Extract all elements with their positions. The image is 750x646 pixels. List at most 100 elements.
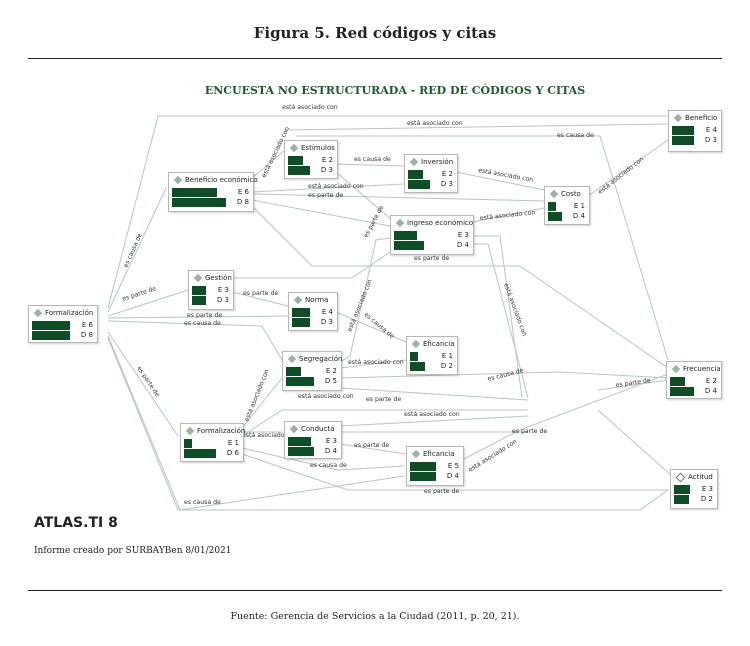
- code-diamond-icon: [409, 157, 419, 167]
- code-diamond-icon: [549, 189, 559, 199]
- density-value: D 2: [440, 362, 453, 370]
- edge-bene-econ-inversion: [251, 183, 405, 193]
- edge-label: es causa de: [354, 156, 391, 163]
- edge-formalizacion2-segregacion: [241, 377, 283, 429]
- code-node-actitud[interactable]: Actitud E 3 D 2: [670, 469, 718, 509]
- node-groundedness-row: E 3: [394, 231, 469, 240]
- density-bar: [548, 212, 562, 221]
- groundedness-bar: [674, 485, 690, 494]
- node-groundedness-row: E 1: [410, 352, 453, 361]
- node-density-row: D 5: [286, 377, 337, 386]
- density-value: D 4: [324, 447, 337, 455]
- edge-label: está asociado con: [242, 431, 298, 439]
- node-density-row: D 4: [394, 241, 469, 250]
- edge-formalizacion-beneficio: [107, 115, 668, 309]
- groundedness-value: E 1: [573, 202, 585, 210]
- edge-label: es parte de: [366, 396, 401, 403]
- density-value: D 6: [226, 449, 239, 457]
- density-bar: [394, 241, 424, 250]
- groundedness-bar: [410, 352, 418, 361]
- groundedness-bar: [288, 437, 311, 446]
- edge-formalizacion-segregacion: [107, 320, 283, 361]
- code-node-costo[interactable]: Costo E 1 D 4: [544, 186, 590, 225]
- edge-label: es parte de: [187, 312, 222, 319]
- code-node-gestion[interactable]: Gestión E 3 D 3: [188, 270, 234, 310]
- edge-label: está asociado con: [502, 282, 529, 337]
- node-name: Beneficio: [685, 114, 718, 122]
- node-name: Gestión: [205, 274, 232, 282]
- node-name: Actitud: [688, 473, 713, 481]
- edge-label: es parte de: [121, 285, 157, 303]
- edge-bene-econ-ingreso: [251, 199, 391, 227]
- groundedness-value: E 3: [701, 485, 713, 493]
- node-name: Norma: [305, 296, 329, 304]
- groundedness-bar: [394, 231, 417, 240]
- density-bar: [410, 362, 425, 371]
- code-diamond-icon: [395, 218, 405, 228]
- code-diamond-icon: [411, 449, 421, 459]
- density-value: D 3: [216, 296, 229, 304]
- groundedness-value: E 2: [321, 156, 333, 164]
- edge-label: es parte de: [308, 192, 343, 199]
- edge-formalizacion-eficancia2: [107, 335, 405, 511]
- edge-causa-beneficio-frecuencia: [296, 135, 669, 361]
- edge-label: es causa de: [557, 132, 594, 139]
- groundedness-bar: [548, 202, 556, 211]
- groundedness-bar: [410, 462, 436, 471]
- node-name: Costo: [561, 190, 581, 198]
- edge-label: está asociado con: [479, 208, 535, 222]
- node-header: Beneficio: [672, 113, 718, 124]
- node-density-row: D 3: [292, 318, 333, 327]
- groundedness-bar: [184, 439, 192, 448]
- node-header: Costo: [548, 189, 586, 200]
- code-diamond-icon: [289, 143, 299, 153]
- code-diamond-outline-icon: [675, 472, 686, 482]
- node-header: Inversión: [408, 157, 454, 168]
- code-diamond-icon: [33, 308, 43, 318]
- edge-label: es parte de: [615, 377, 651, 389]
- node-header: Estímulos: [288, 143, 335, 154]
- edge-label: está asociado con: [348, 358, 404, 366]
- edge-formalizacion2-bottom: [241, 453, 668, 491]
- density-value: D 4: [456, 241, 469, 249]
- code-diamond-icon: [185, 426, 195, 436]
- edge-label: es parte de: [414, 255, 449, 262]
- edge-norma-eficancia1: [335, 311, 407, 343]
- density-value: D 8: [80, 331, 93, 339]
- node-density-row: D 4: [670, 387, 717, 396]
- groundedness-value: E 3: [457, 231, 469, 239]
- groundedness-bar: [288, 156, 303, 165]
- code-diamond-icon: [287, 354, 297, 364]
- density-bar: [288, 447, 314, 456]
- density-value: D 3: [440, 180, 453, 188]
- edge-label: está asociado con: [298, 392, 354, 400]
- edge-frecuencia-eficancia2: [519, 373, 669, 431]
- density-value: D 5: [324, 377, 337, 385]
- node-density-row: D 2: [674, 495, 713, 504]
- node-density-row: D 4: [548, 212, 585, 221]
- groundedness-value: E 3: [217, 286, 229, 294]
- node-header: Formalización: [184, 426, 245, 437]
- edge-ingreso-segregacion: [339, 237, 391, 363]
- node-header: Eficancia: [410, 339, 455, 350]
- node-groundedness-row: E 6: [32, 321, 93, 330]
- density-bar: [288, 166, 310, 175]
- edge-formalizacion-norma: [107, 315, 289, 319]
- node-header: Formalización: [32, 308, 94, 319]
- groundedness-bar: [292, 308, 310, 317]
- density-bar: [286, 377, 314, 386]
